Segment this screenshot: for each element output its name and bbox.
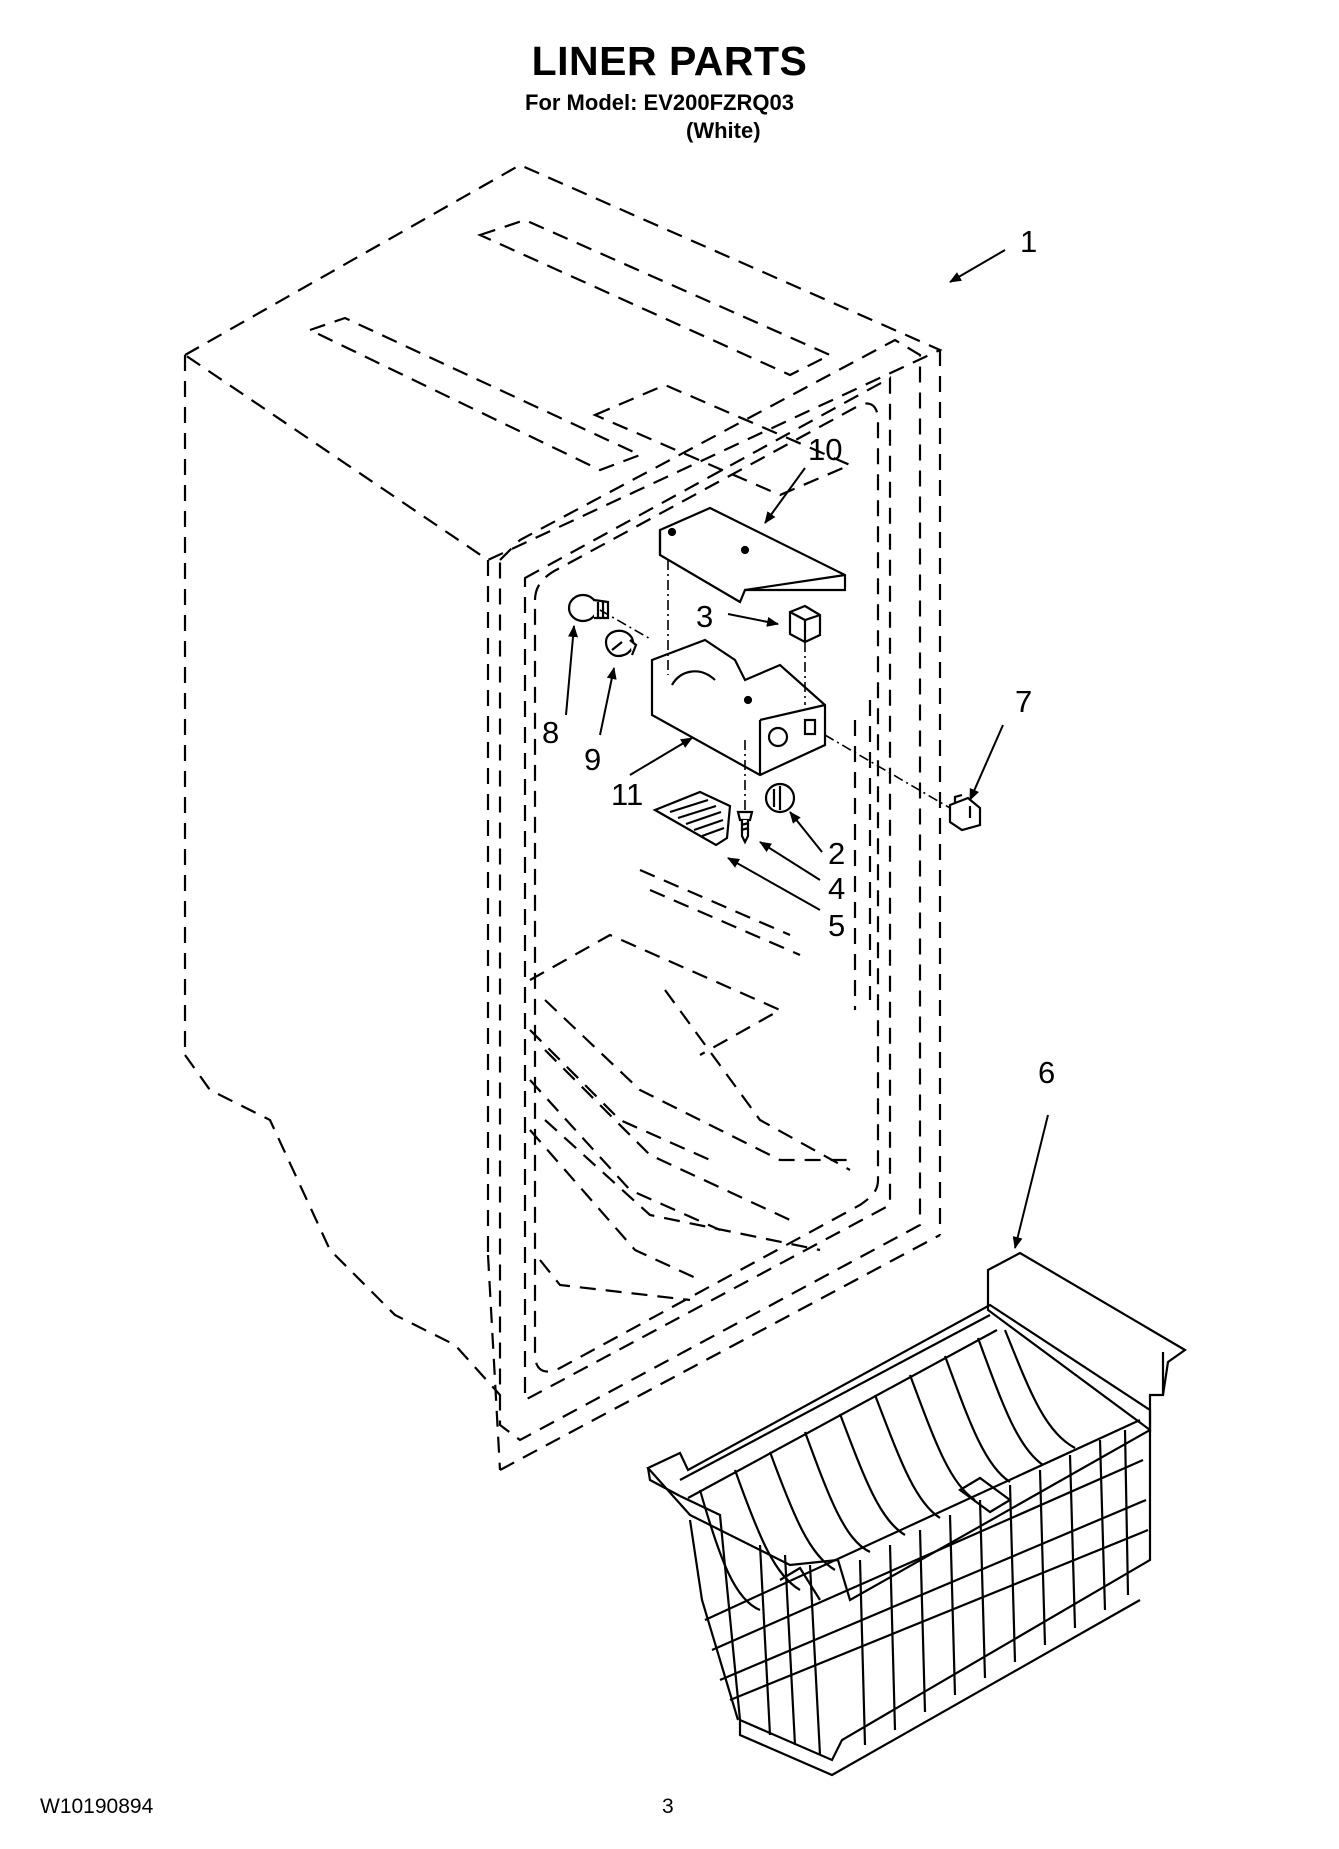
callout-4: 4 [828,871,845,906]
light-shield [764,782,796,814]
page-number: 3 [662,1795,674,1818]
callout-6: 6 [1038,1055,1055,1090]
assembly-lines [599,560,951,812]
light-housing-upper [658,506,847,604]
cabinet-liner-outline [182,163,943,1471]
page-title: LINER PARTS [531,38,808,84]
screw [736,810,754,845]
callout-5: 5 [828,908,845,943]
wire-basket [646,1251,1188,1777]
light-bulb [567,593,610,623]
callout-3: 3 [696,599,713,634]
leader-lines [565,249,1049,1249]
vent-grille [652,790,732,847]
callout-9: 9 [584,742,601,777]
callout-10: 10 [808,432,842,467]
document-number: W10190894 [40,1795,154,1818]
callout-8: 8 [542,715,559,750]
wire-connector [948,793,982,832]
callout-7: 7 [1015,684,1032,719]
light-socket [604,629,638,658]
callout-1: 1 [1020,224,1037,259]
model-number: For Model: EV200FZRQ03 [525,90,794,115]
model-variant: (White) [686,118,761,143]
light-switch [788,604,822,644]
callout-11: 11 [611,777,643,812]
light-housing-lower [650,638,827,777]
callout-2: 2 [828,836,845,871]
